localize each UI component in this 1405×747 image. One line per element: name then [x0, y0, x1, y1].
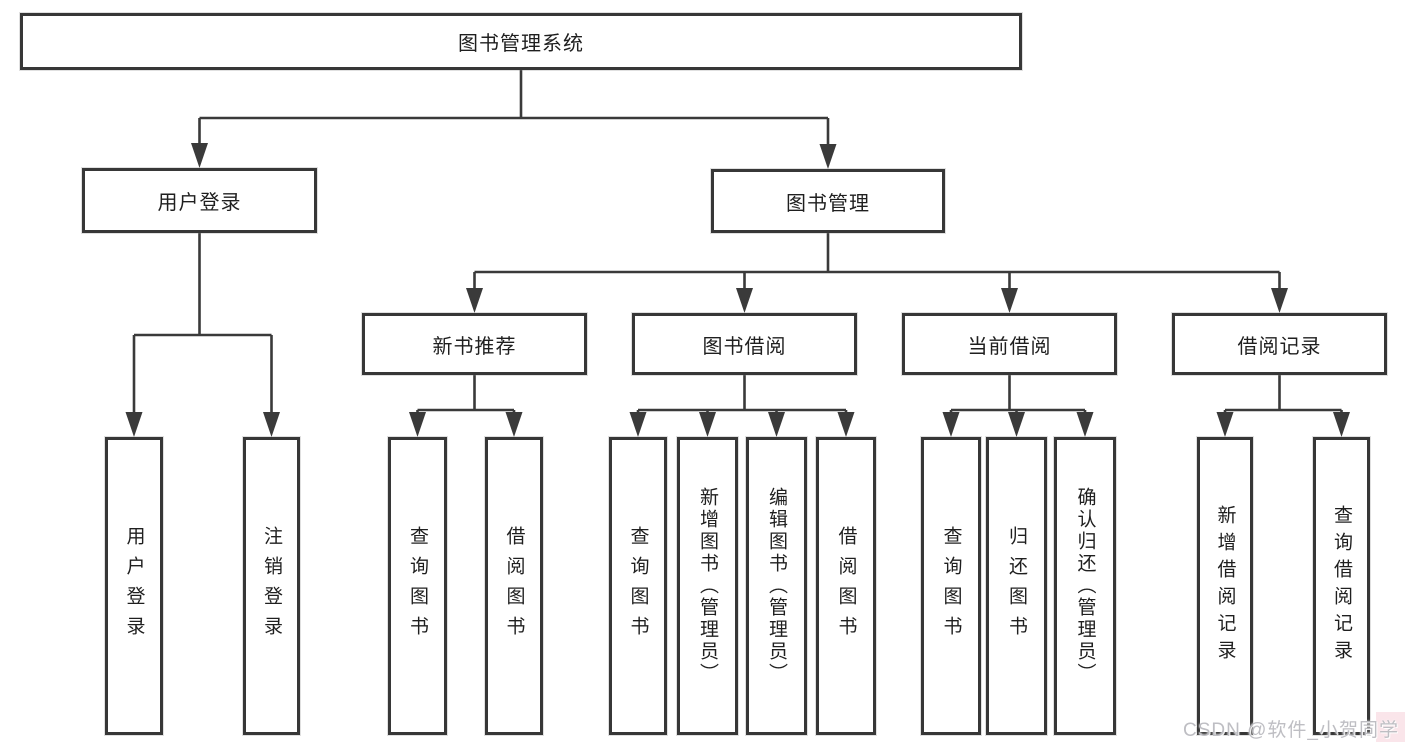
arrow-heads [125, 143, 1350, 437]
csdn-watermark: CSDN @软件_小贺同学 [1183, 720, 1399, 741]
leaf-borrow-add-books-admin-label: 新增图书（管理员） [697, 487, 718, 685]
leaf-records-add-record: 新增借阅记录 [1197, 437, 1253, 735]
leaf-recommend-borrow-books-label: 借阅图书 [503, 526, 525, 646]
node-user-login: 用户登录 [82, 168, 317, 233]
leaf-borrow-edit-books-admin: 编辑图书（管理员） [746, 437, 807, 735]
leaf-borrow-borrow-books-label: 借阅图书 [835, 526, 857, 646]
leaf-current-return-books-label: 归还图书 [1006, 526, 1027, 646]
node-root-label: 图书管理系统 [458, 33, 584, 55]
node-borrowing-records: 借阅记录 [1172, 313, 1387, 375]
node-borrowing-records-label: 借阅记录 [1237, 335, 1322, 358]
leaf-records-query-record: 查询借阅记录 [1313, 437, 1370, 735]
leaf-borrow-query-books: 查询图书 [609, 437, 667, 735]
node-book-management: 图书管理 [711, 169, 945, 233]
node-current-borrowing-label: 当前借阅 [967, 335, 1052, 358]
leaf-current-query-books: 查询图书 [921, 437, 981, 735]
leaf-current-confirm-return-admin: 确认归还（管理员） [1054, 437, 1116, 735]
node-new-book-recommend: 新书推荐 [362, 313, 587, 375]
leaf-current-return-books: 归还图书 [986, 437, 1047, 735]
leaf-user-login-label: 用户登录 [123, 526, 145, 646]
watermark-highlight [1376, 712, 1405, 742]
leaf-current-query-books-label: 查询图书 [940, 526, 962, 646]
node-root-system: 图书管理系统 [20, 13, 1022, 70]
leaf-recommend-query-books: 查询图书 [388, 437, 447, 735]
node-user-login-label: 用户登录 [157, 192, 242, 214]
leaf-user-login: 用户登录 [105, 437, 163, 735]
leaf-borrow-borrow-books: 借阅图书 [816, 437, 876, 735]
leaf-records-query-record-label: 查询借阅记录 [1331, 505, 1352, 667]
leaf-recommend-query-books-label: 查询图书 [407, 526, 428, 646]
leaf-recommend-borrow-books: 借阅图书 [485, 437, 543, 735]
node-current-borrowing: 当前借阅 [902, 313, 1117, 375]
leaf-logout-label: 注销登录 [261, 526, 282, 646]
node-book-management-label: 图书管理 [786, 192, 870, 215]
node-new-book-recommend-label: 新书推荐 [432, 335, 517, 358]
leaf-records-add-record-label: 新增借阅记录 [1214, 505, 1236, 667]
leaf-borrow-add-books-admin: 新增图书（管理员） [677, 437, 738, 735]
leaf-borrow-query-books-label: 查询图书 [627, 526, 649, 646]
node-book-borrowing-label: 图书借阅 [702, 335, 787, 358]
node-book-borrowing: 图书借阅 [632, 313, 857, 375]
leaf-borrow-edit-books-admin-label: 编辑图书（管理员） [766, 487, 787, 685]
leaf-current-confirm-return-admin-label: 确认归还（管理员） [1074, 487, 1096, 685]
leaf-logout: 注销登录 [243, 437, 300, 735]
